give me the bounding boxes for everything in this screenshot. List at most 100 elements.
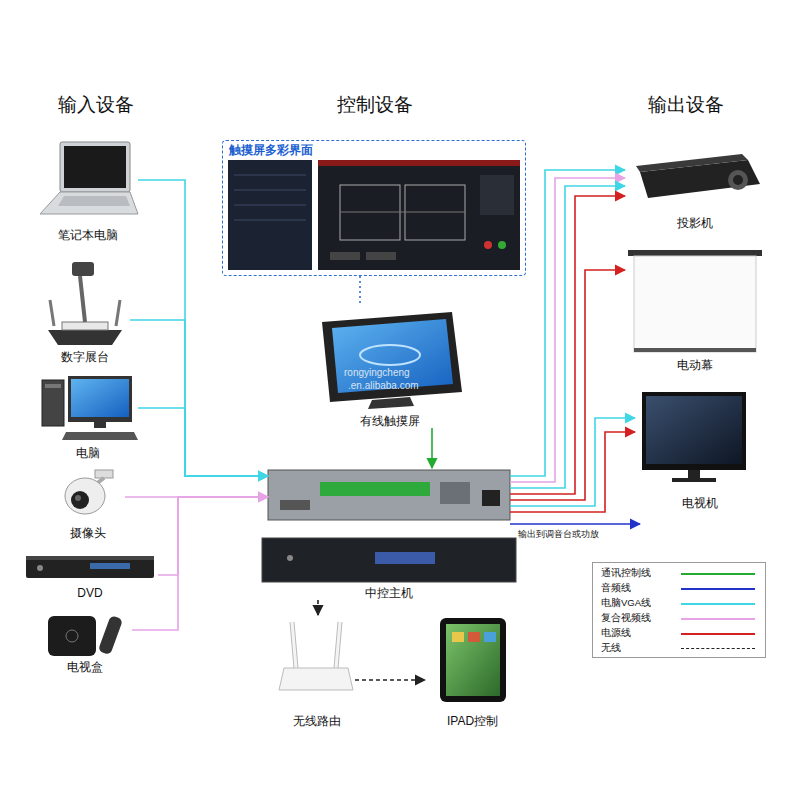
desktop-computer-figure	[62, 432, 138, 440]
document-camera-device: 数字展台	[40, 252, 130, 364]
touch-ui-screenshots	[366, 252, 396, 260]
camera-figure	[65, 478, 105, 514]
router-figure	[336, 622, 340, 668]
camera-figure	[65, 470, 113, 514]
legend-swatch	[681, 633, 755, 635]
central-controller-figure	[440, 482, 470, 504]
column-heading: 输入设备	[58, 93, 134, 116]
router-figure	[292, 622, 296, 668]
touchscreen-figure	[368, 397, 414, 409]
touch-ui-screenshots	[480, 175, 514, 215]
legend-text: 电源线	[601, 627, 631, 639]
touch-ui-screenshots	[484, 241, 492, 249]
projector-figure	[728, 170, 748, 190]
desktop-computer-figure	[71, 379, 129, 417]
touch-ui-screenshots	[330, 252, 360, 260]
device-label: 电视机	[682, 496, 718, 510]
legend-row: 复合视频线	[593, 611, 765, 626]
legend-row: 音频线	[593, 581, 765, 596]
legend-swatch	[681, 603, 755, 605]
legend-swatch	[681, 588, 755, 590]
ipad-figure	[468, 632, 480, 642]
tv-box-figure	[98, 615, 123, 655]
touch-ui-screenshots	[234, 175, 306, 176]
central-controller-figure	[268, 470, 510, 520]
tv-box-figure	[48, 616, 96, 656]
signal-wire	[510, 186, 625, 488]
desktop-computer-device: 电脑	[38, 372, 138, 460]
touch-ui-screenshots	[234, 220, 306, 221]
touchscreen-figure	[332, 319, 453, 393]
legend-row: 通讯控制线	[593, 566, 765, 581]
panel-heading: 触摸屏多彩界面	[229, 143, 313, 157]
touch-ui-screenshots	[498, 241, 506, 249]
audio-output-arrow	[510, 523, 640, 525]
ipad-device: IPAD控制	[425, 612, 520, 728]
router-figure	[279, 622, 353, 690]
ipad-figure	[452, 632, 464, 642]
column-heading: 输出设备	[648, 93, 724, 116]
tv-box-device: 电视盒	[38, 610, 132, 674]
signal-wire	[431, 428, 433, 468]
output-note: 输出到调音台或功放	[518, 529, 599, 540]
device-label: 有线触摸屏	[360, 414, 420, 428]
dvd-player-figure	[90, 563, 130, 569]
touch-ui-screenshots	[228, 160, 520, 270]
legend-row: 无线	[593, 641, 765, 656]
device-label: 笔记本电脑	[58, 228, 118, 242]
document-camera-figure	[48, 330, 122, 345]
signal-wire	[138, 408, 268, 476]
legend-text: 复合视频线	[601, 612, 651, 624]
touchscreen-figure	[322, 312, 462, 402]
signal-wire	[510, 432, 635, 512]
ipad-figure	[440, 618, 506, 702]
projection-screen-figure	[634, 348, 756, 352]
camera-device: 摄像头	[50, 466, 125, 540]
ipad-figure	[484, 632, 496, 642]
signal-wire	[130, 320, 268, 476]
dvd-device: DVD	[22, 546, 158, 600]
central-controller-figure	[375, 552, 435, 564]
central-controller-figure	[287, 555, 293, 561]
touch-ui-screenshots	[234, 190, 306, 191]
device-label: IPAD控制	[447, 714, 498, 728]
touch-ui-panel: 触摸屏多彩界面	[222, 140, 526, 276]
ipad-figure	[446, 624, 500, 696]
device-label: 电视盒	[67, 660, 103, 674]
signal-wire	[510, 170, 625, 476]
router-device: 无线路由	[278, 615, 355, 728]
screen-device: 电动幕	[625, 245, 765, 372]
device-label: 投影机	[677, 216, 713, 230]
signal-wire	[317, 600, 319, 615]
desktop-computer-figure	[42, 376, 138, 440]
dvd-player-figure	[26, 556, 154, 578]
projection-screen-figure	[634, 256, 756, 352]
touchscreen-device: 有线触摸屏	[312, 305, 468, 428]
laptop-figure	[64, 146, 126, 188]
legend-text: 通讯控制线	[601, 567, 651, 579]
router-figure	[292, 622, 296, 668]
document-camera-figure	[50, 300, 54, 326]
signal-wire	[510, 270, 625, 500]
column-heading: 控制设备	[337, 93, 413, 116]
device-label: 中控主机	[365, 586, 413, 600]
laptop-device: 笔记本电脑	[38, 138, 138, 242]
central-controller-figure	[280, 500, 310, 510]
legend-text: 电脑VGA线	[601, 597, 651, 609]
watermark: .en.alibaba.com	[348, 380, 419, 392]
device-label: DVD	[77, 586, 102, 600]
device-label: 摄像头	[70, 526, 106, 540]
signal-wire	[510, 178, 625, 482]
controller-device: 中控主机	[268, 468, 510, 600]
laptop-figure	[40, 142, 138, 214]
projector-figure	[636, 154, 760, 198]
television-figure	[646, 396, 742, 464]
router-figure	[336, 622, 340, 668]
central-controller-figure	[262, 470, 516, 582]
device-label: 无线路由	[293, 714, 341, 728]
signal-wire	[132, 497, 268, 630]
desktop-computer-figure	[94, 422, 106, 428]
touch-ui-screenshots	[234, 205, 306, 206]
signal-wire	[510, 196, 625, 494]
